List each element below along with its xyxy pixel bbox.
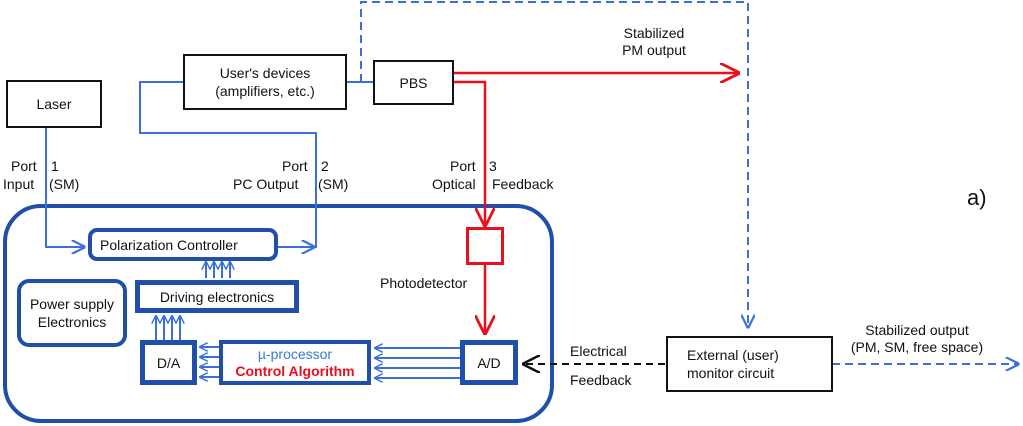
port2-pc-output-label: PC Output — [233, 176, 298, 193]
external-monitor-label: External (user) — [687, 347, 779, 363]
photodetector-text: Photodetector — [380, 275, 468, 291]
stabilized-pm-line2: PM output — [622, 42, 686, 58]
port1-input-label: Input — [3, 176, 34, 193]
users-devices-sublabel: (amplifiers, etc.) — [215, 83, 315, 99]
ad-to-processor-bus — [375, 348, 462, 378]
polarization-controller-block: Polarization Controller — [88, 228, 278, 261]
port1-sm-text: (SM) — [49, 176, 80, 192]
users-devices-label: User's devices — [219, 65, 311, 81]
laser-label: Laser — [36, 96, 72, 112]
port1-word: Port — [11, 158, 37, 174]
pbs-label: PBS — [399, 74, 428, 91]
da-label: D/A — [156, 354, 181, 371]
ad-label: A/D — [477, 354, 501, 371]
port3-number: 3 — [489, 158, 497, 175]
stabilized-output-line2: (PM, SM, free space) — [850, 339, 984, 355]
controller-module-enclosure — [3, 204, 554, 423]
power-supply-sublabel: Electronics — [37, 314, 107, 330]
port1-number: 1 — [51, 158, 59, 175]
port2-word: Port — [282, 158, 308, 174]
control-algorithm-label: Control Algorithm — [235, 362, 355, 379]
stabilized-pm-line1: Stabilized — [623, 25, 685, 41]
port1-sm-label: (SM) — [49, 176, 79, 193]
port3-label: Port — [450, 158, 476, 175]
port3-word: Port — [450, 158, 476, 174]
processor-to-da-bus — [200, 347, 220, 377]
driving-electronics-label: Driving electronics — [159, 288, 275, 305]
stabilized-pm-output-label: Stabilized PM output — [613, 25, 695, 59]
power-supply-block: Power supply Electronics — [17, 279, 127, 347]
stabilized-output-line1: Stabilized output — [865, 322, 969, 338]
ad-converter-block: A/D — [460, 340, 518, 385]
port2-pc-output-text: PC Output — [233, 176, 299, 192]
port2-sm-text: (SM) — [318, 176, 349, 192]
port3-feedback-text: Feedback — [492, 176, 554, 192]
electrical-feedback-label: Electrical — [570, 343, 627, 360]
port3-optical-text: Optical — [432, 176, 476, 192]
laser-block: Laser — [6, 80, 102, 128]
port3-optical-label: Optical — [432, 176, 476, 193]
photodetector-label: Photodetector — [380, 275, 467, 292]
driving-to-pc-bus — [206, 262, 230, 278]
port1-input-text: Input — [3, 176, 35, 192]
electrical-feedback-line2: Feedback — [570, 372, 632, 388]
stabilized-output-label: Stabilized output (PM, SM, free space) — [838, 322, 996, 356]
port1-label: Port — [11, 158, 37, 175]
electrical-feedback-sublabel: Feedback — [570, 372, 631, 389]
port2-label: Port — [282, 158, 308, 175]
electrical-feedback-line1: Electrical — [570, 343, 627, 359]
port3-optical-feedback-line — [453, 80, 485, 225]
photodetector-block — [466, 227, 504, 265]
port1-fiber — [45, 127, 84, 247]
pbs-block: PBS — [373, 60, 454, 105]
port3-number-text: 3 — [489, 158, 497, 174]
external-monitor-block: External (user) monitor circuit — [666, 336, 833, 392]
da-converter-block: D/A — [140, 340, 197, 385]
da-to-driving-bus — [156, 316, 180, 340]
port3-feedback-label: Feedback — [492, 176, 553, 193]
users-devices-block: User's devices (amplifiers, etc.) — [183, 54, 347, 110]
port2-number-text: 2 — [321, 158, 329, 174]
monitor-tap-dashed — [360, 1, 748, 327]
port2-number: 2 — [321, 158, 329, 175]
microprocessor-label: µ-processor — [257, 345, 333, 362]
panel-label: a) — [967, 186, 987, 210]
driving-electronics-block: Driving electronics — [135, 280, 299, 313]
microprocessor-block: µ-processor Control Algorithm — [219, 340, 371, 385]
port1-number-text: 1 — [51, 158, 59, 174]
external-monitor-sublabel: monitor circuit — [687, 365, 775, 381]
panel-label-text: a) — [967, 185, 987, 210]
port2-sm-label: (SM) — [318, 176, 348, 193]
power-supply-label: Power supply — [29, 296, 115, 312]
polarization-controller-label: Polarization Controller — [100, 236, 238, 253]
